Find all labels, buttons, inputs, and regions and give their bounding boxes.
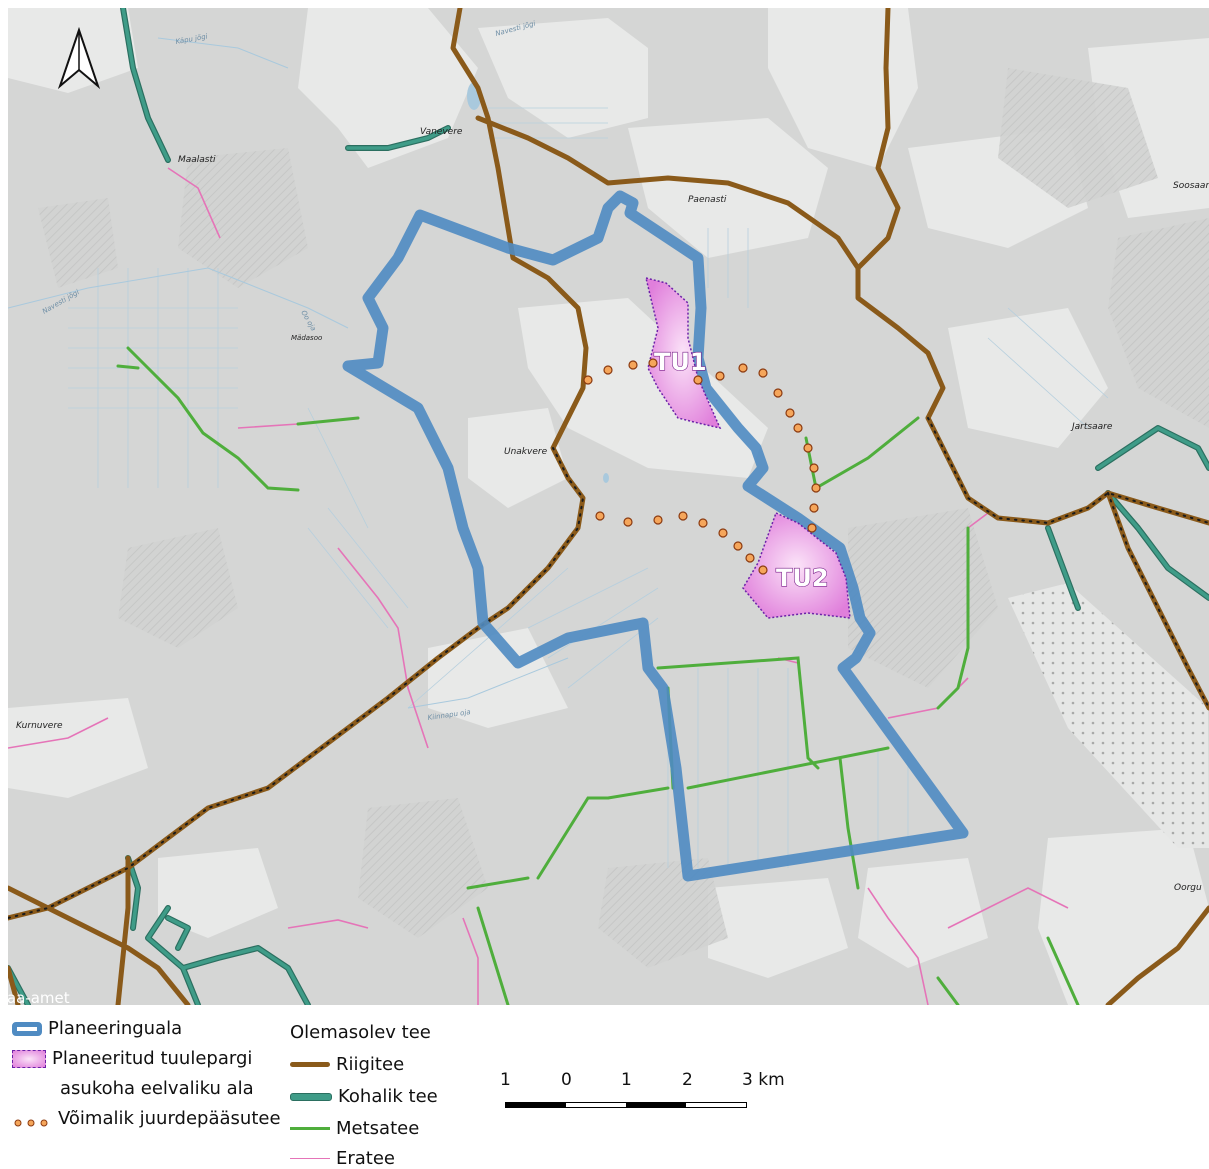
access-road-dot	[715, 371, 725, 381]
legend-metsatee: Metsatee	[290, 1118, 419, 1139]
access-road-dot	[603, 365, 613, 375]
zone-tu2	[742, 511, 851, 619]
scale-bar-graphic	[505, 1102, 747, 1108]
place-label-unakvere: Unakvere	[504, 447, 548, 457]
place-label-jartsaare: Jartsaare	[1070, 422, 1113, 432]
access-road-dot	[738, 363, 748, 373]
legend-label-eratee: Eratee	[336, 1148, 396, 1169]
open-areas	[8, 8, 1209, 1005]
map-legend: Planeeringuala Planeeritud tuulepargi as…	[0, 1008, 1209, 1169]
access-road-dot	[653, 515, 663, 525]
legend-kohalik-tee: Kohalik tee	[290, 1086, 438, 1107]
access-road-dot	[785, 408, 795, 418]
access-road-dot	[758, 368, 768, 378]
map-credit: Maa-amet	[8, 989, 70, 1005]
zone-label-tu1: TU1	[654, 348, 707, 376]
access-road-dot	[648, 358, 658, 368]
legend-label-kohalik-tee: Kohalik tee	[338, 1086, 438, 1107]
quarry-area	[1008, 583, 1209, 848]
access-road-dot	[733, 541, 743, 551]
kohalik-tee-roads	[8, 8, 1209, 1005]
planeeringuala-boundary	[342, 190, 969, 882]
place-label-soosaar: Soosaar	[1173, 181, 1209, 191]
legend-eratee: Eratee	[290, 1148, 395, 1169]
map-canvas[interactable]: TU1 TU2 Maalasti Vanevere Paenasti Soosa…	[8, 8, 1209, 1005]
place-label-madasoo: Mädasoo	[291, 334, 322, 342]
forest-areas	[38, 68, 1209, 968]
place-label-oorgu: Oorgu	[1174, 883, 1202, 893]
access-road-dots	[583, 358, 821, 575]
access-road-dot	[809, 463, 819, 473]
rivers	[8, 37, 569, 709]
access-road-dot	[628, 360, 638, 370]
access-road-dot	[811, 483, 821, 493]
access-road-dot	[595, 511, 605, 521]
access-road-dot	[793, 423, 803, 433]
metsatee-swatch-icon	[290, 1127, 330, 1130]
place-label-vanevere: Vanevere	[420, 127, 463, 137]
kohalik-tee-swatch-icon	[290, 1092, 332, 1101]
scale-tick-label: 1	[500, 1070, 511, 1090]
place-label-paenasti: Paenasti	[688, 195, 727, 205]
north-arrow-icon	[57, 26, 101, 90]
scale-tick-label: 2	[682, 1070, 693, 1090]
scale-tick-label-last: 3 km	[742, 1070, 785, 1090]
eratee-swatch-icon	[290, 1157, 330, 1160]
access-road-dot	[678, 511, 688, 521]
access-road-dot	[773, 388, 783, 398]
legend-riigitee: Riigitee	[290, 1054, 404, 1075]
legend-label-planeeringuala: Planeeringuala	[48, 1018, 183, 1039]
access-road-dot	[758, 565, 768, 575]
access-road-dot	[623, 517, 633, 527]
access-road-dot	[809, 503, 819, 513]
riigitee-roads	[8, 8, 1209, 1005]
planeeringuala-swatch-icon	[12, 1021, 42, 1036]
access-road-dot	[807, 523, 817, 533]
access-road-dot	[698, 518, 708, 528]
access-dots-icon	[12, 1113, 52, 1126]
legend-juurdepaas: Võimalik juurdepääsutee	[12, 1108, 281, 1129]
scale-tick-label: 1	[621, 1070, 632, 1090]
place-label-kurnuvere: Kurnuvere	[16, 721, 63, 731]
zone-swatch-icon	[12, 1049, 46, 1068]
legend-label-metsatee: Metsatee	[336, 1118, 420, 1139]
place-label-maalasti: Maalasti	[178, 155, 216, 165]
legend-tuulepark-cont: asukoha eelvaliku ala	[60, 1078, 254, 1099]
access-road-dot	[583, 375, 593, 385]
access-road-dot	[718, 528, 728, 538]
legend-label-tuulepark-1: Planeeritud tuulepargi	[52, 1048, 253, 1069]
legend-planeeringuala: Planeeringuala	[12, 1018, 182, 1039]
legend-label-tuulepark-2: asukoha eelvaliku ala	[60, 1078, 254, 1099]
legend-label-riigitee: Riigitee	[336, 1054, 405, 1075]
legend-tuulepark: Planeeritud tuulepargi	[12, 1048, 252, 1069]
access-road-dot	[693, 375, 703, 385]
legend-roads-header: Olemasolev tee	[290, 1022, 431, 1043]
access-road-dot	[745, 553, 755, 563]
legend-label-juurdepaas: Võimalik juurdepääsutee	[58, 1108, 281, 1129]
access-road-dot	[803, 443, 813, 453]
zone-label-tu2: TU2	[776, 564, 829, 592]
riigitee-swatch-icon	[290, 1062, 330, 1067]
metsatee-roads	[116, 346, 1080, 1005]
scale-tick-label: 0	[561, 1070, 572, 1090]
